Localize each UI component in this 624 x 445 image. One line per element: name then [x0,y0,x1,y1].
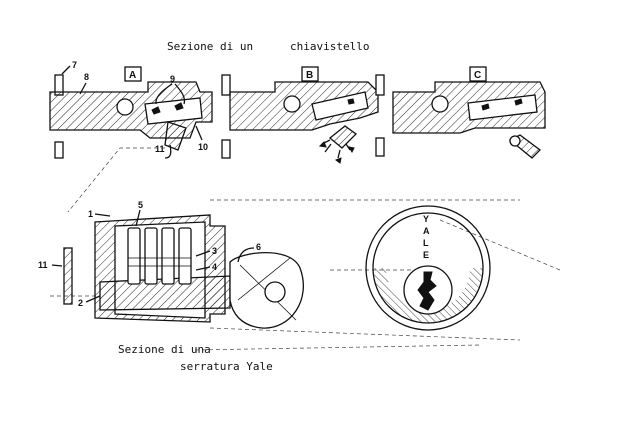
number-4: 4 [212,262,217,272]
panel-a-frame [124,66,142,82]
arrow-8 [79,82,87,95]
strike-piece-11 [63,247,73,305]
arrow-7 [61,65,71,75]
strike-b-bottom [221,139,231,159]
pin-2 [144,227,158,285]
caption-line-1: Sezione di una [118,343,211,356]
bolt-hole-c [431,95,449,113]
arrow-11-top [164,144,172,159]
cylinder-hatch [373,268,483,323]
caption-line-2: serratura Yale [180,360,273,373]
pins-a [151,102,184,115]
strike-c-bottom [375,137,385,157]
bolt-hole-a [116,98,134,116]
bolt-panel-b: B [221,66,379,164]
pin-3 [161,227,175,285]
panel-c-label: C [474,70,481,81]
number-2: 2 [78,298,83,308]
number-3: 3 [212,246,217,256]
brand-letter-y: Y [423,214,429,224]
arrow-6 [237,247,255,263]
number-11-bottom: 11 [38,260,48,270]
bolt-panel-c: C [375,66,546,159]
title-chiavistello: chiavistello [290,40,369,53]
projection-line-right [439,219,561,271]
pin-4 [178,227,192,285]
arrow-3 [195,250,211,257]
arrow-4 [195,266,211,271]
pin-b [347,98,355,105]
projection-line-low [194,344,481,351]
cam-c-pivot [509,135,521,147]
strike-plate-bottom [54,141,64,159]
brand-letter-a: A [423,226,430,236]
cam-b [328,125,357,149]
pin-1 [127,227,141,285]
strike-b-top [221,74,231,96]
number-7: 7 [72,60,77,70]
motion-arrows-b [321,139,351,159]
strike-c-top [375,74,385,96]
number-10: 10 [198,142,208,152]
number-8: 8 [84,72,89,82]
keyway [417,271,437,311]
arrow-10 [195,125,203,141]
arrow-1 [94,213,111,217]
arrow-2 [85,295,101,303]
brand-letter-e: E [423,250,429,260]
number-1: 1 [88,209,93,219]
key-hole [264,281,286,303]
number-5: 5 [138,200,143,210]
bolt-hole-b [283,95,301,113]
panel-b-label: B [306,70,313,81]
panel-b-frame [301,66,319,82]
cam-a [164,121,187,151]
number-6: 6 [256,242,261,252]
arrows-9 [155,83,186,105]
arrowheads-b [318,141,355,164]
pins-c [481,98,523,111]
number-9: 9 [170,74,175,84]
yale-cylinder-front: Y A L E [365,205,491,331]
yale-cylinder-section: 1 2 3 4 5 6 11 [38,200,304,329]
number-11-top: 11 [155,144,165,154]
title-sezione-di-un: Sezione di un [167,40,253,53]
arrow-5 [135,209,141,227]
slot-a [144,97,203,125]
brand-letter-l: L [423,238,429,248]
cylinder-outer-ring [365,205,491,331]
bolt-panel-a: A 7 8 9 10 11 [49,60,213,159]
bolt-body-b [229,81,379,131]
slot-b [311,91,369,121]
panel-a-label: A [129,70,136,81]
projection-line-bottom [209,327,521,341]
panel-c-frame [469,66,487,82]
projection-line-1 [67,147,165,213]
arrow-11-bottom [51,264,63,267]
shear-line [128,257,191,267]
